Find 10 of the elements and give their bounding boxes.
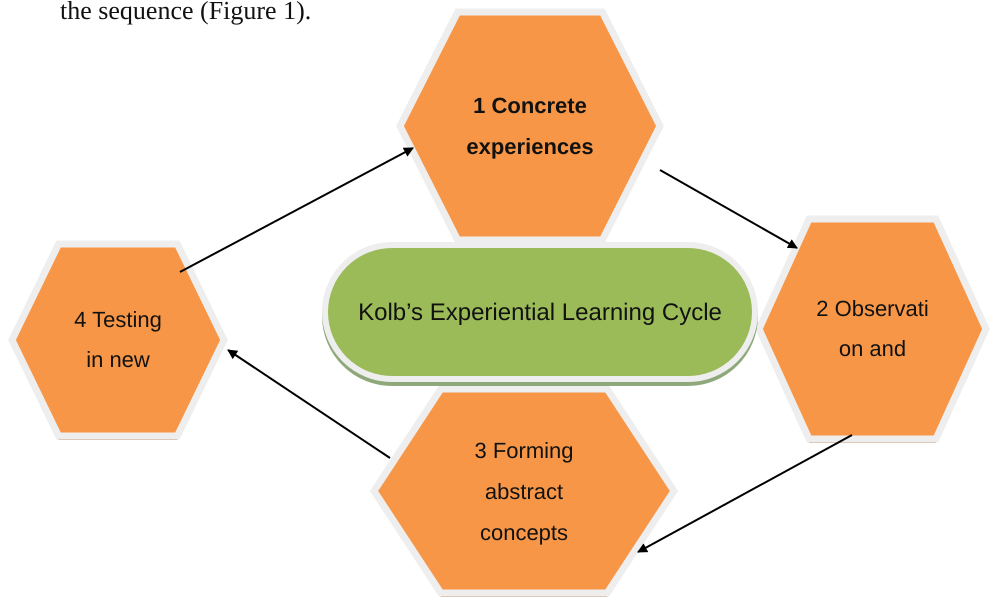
arrow: [660, 169, 798, 249]
node-text: Kolb’s Experiential Learning Cycle: [357, 298, 723, 328]
node-text: 2 Observati on and: [815, 295, 930, 363]
node-text: 3 Forming abstract concepts: [473, 436, 575, 547]
arrow: [180, 147, 414, 273]
node-text: 4 Testing in new: [73, 306, 163, 374]
arrow: [227, 349, 391, 459]
arrow: [637, 434, 852, 553]
node-text: 1 Concrete experiences: [465, 92, 595, 161]
caption-text: the sequence (Figure 1).: [60, 0, 312, 26]
